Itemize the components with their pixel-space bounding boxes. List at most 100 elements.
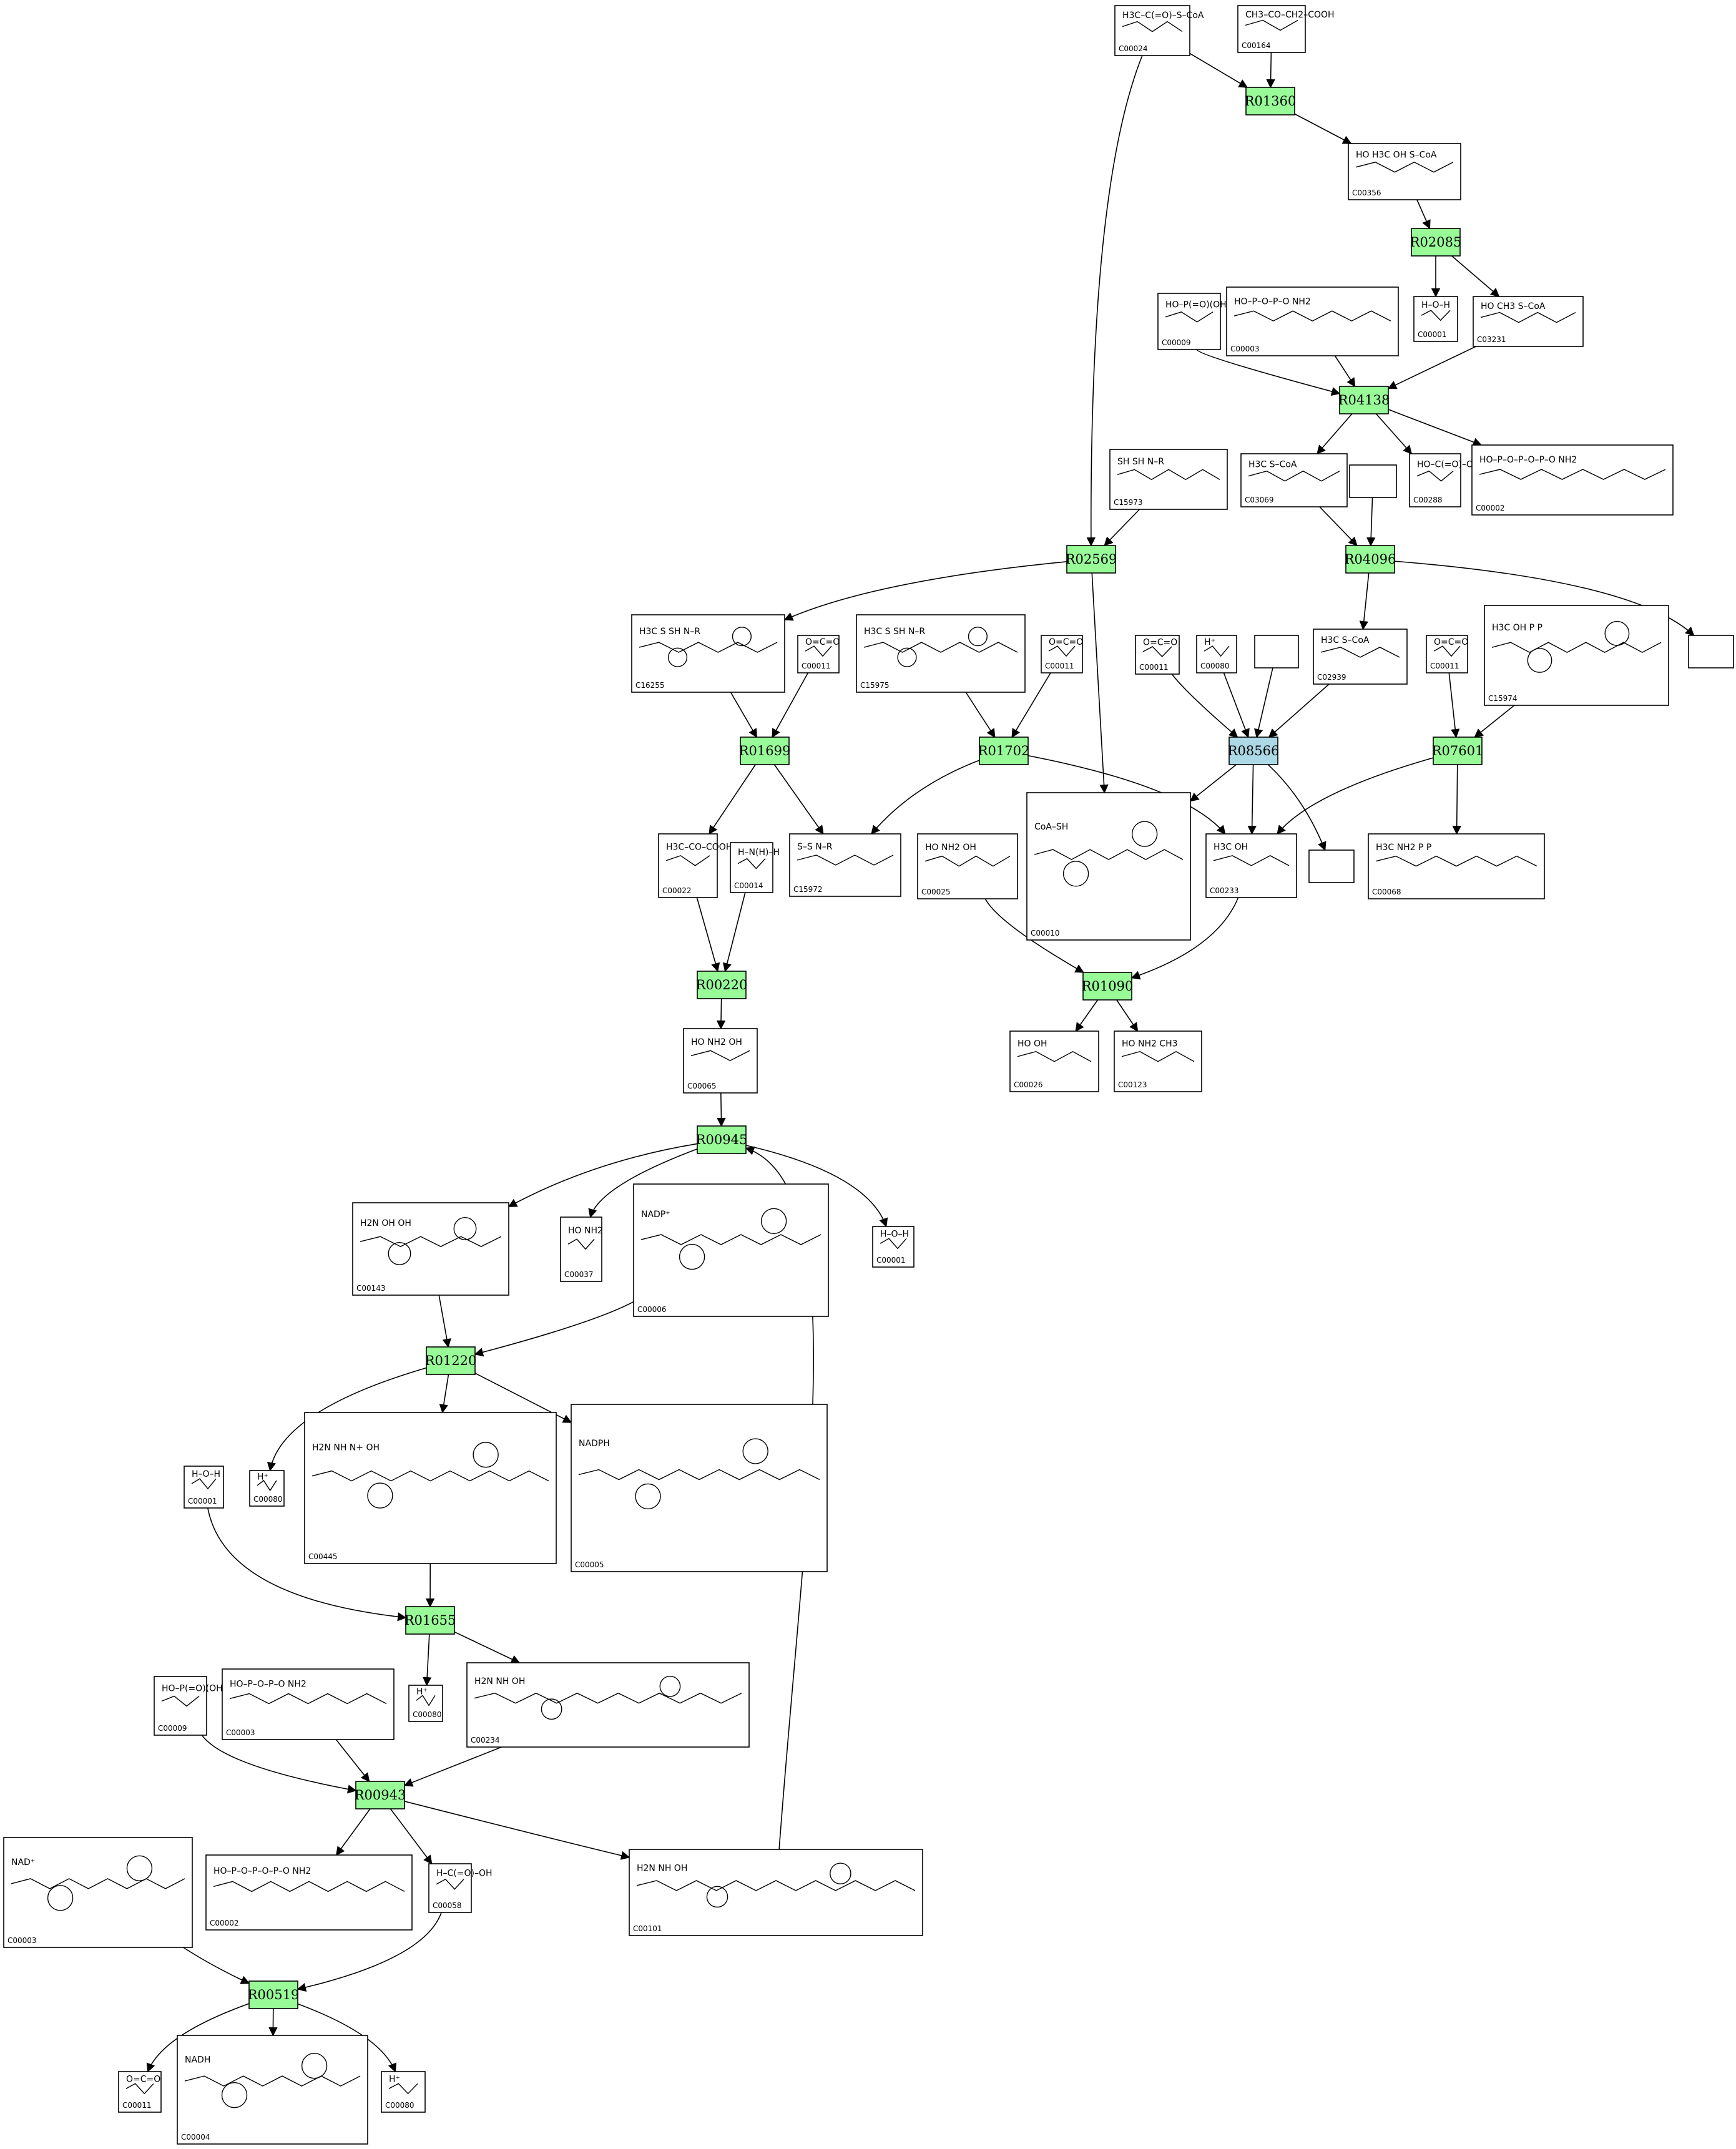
compound-box[interactable] — [658, 833, 718, 898]
reaction-r00945[interactable]: R00945 — [696, 1125, 748, 1154]
compound-c00080-c[interactable]: H⁺C00080 — [408, 1685, 443, 1722]
compound-box[interactable] — [184, 1466, 224, 1509]
reaction-r02085[interactable]: R02085 — [1410, 228, 1462, 257]
reaction-box[interactable] — [1245, 87, 1295, 115]
compound-c00080-a[interactable]: H⁺C00080 — [1196, 635, 1237, 673]
compound-box[interactable] — [249, 1470, 285, 1507]
reaction-box[interactable] — [1345, 545, 1395, 574]
reaction-r08566[interactable]: R08566 — [1228, 737, 1280, 765]
reaction-box[interactable] — [979, 737, 1029, 765]
compound-box[interactable] — [1135, 635, 1180, 675]
compound-box[interactable] — [872, 1226, 915, 1268]
reaction-box[interactable] — [697, 971, 747, 999]
reaction-r04138[interactable]: R04138 — [1338, 386, 1390, 414]
compound-c00288[interactable]: HO–C(=O)–O⁻C00288 — [1409, 453, 1478, 507]
compound-c00080-d[interactable]: H⁺C00080 — [381, 2071, 426, 2113]
reaction-r07601[interactable]: R07601 — [1432, 737, 1484, 765]
compound-box[interactable] — [1471, 444, 1674, 516]
reaction-box[interactable] — [1066, 545, 1116, 574]
compound-blank-3[interactable] — [1254, 635, 1299, 668]
compound-box[interactable] — [381, 2071, 426, 2113]
compound-box[interactable] — [797, 635, 840, 673]
compound-box[interactable] — [683, 1028, 758, 1094]
reaction-box[interactable] — [740, 737, 790, 765]
compound-box[interactable] — [428, 1863, 472, 1913]
compound-box[interactable] — [1313, 629, 1408, 685]
reaction-r01360[interactable]: R01360 — [1245, 87, 1297, 115]
compound-box[interactable] — [154, 1676, 207, 1736]
compound-box[interactable] — [352, 1202, 509, 1296]
compound-box[interactable] — [1196, 635, 1237, 673]
reaction-box[interactable] — [426, 1346, 476, 1375]
compound-box[interactable] — [917, 833, 1018, 899]
compound-box[interactable] — [1473, 296, 1584, 347]
compound-box[interactable] — [466, 1662, 750, 1748]
reaction-r01655[interactable]: R01655 — [405, 1606, 456, 1635]
compound-box[interactable] — [1413, 296, 1458, 342]
reaction-r04096[interactable]: R04096 — [1345, 545, 1396, 574]
compound-box[interactable] — [1109, 449, 1228, 510]
reaction-box[interactable] — [1082, 972, 1132, 1001]
compound-box[interactable] — [1041, 635, 1083, 673]
compound-box[interactable] — [571, 1404, 828, 1572]
reaction-box[interactable] — [1228, 737, 1278, 765]
reaction-r02569[interactable]: R02569 — [1066, 545, 1117, 574]
reaction-r00943[interactable]: R00943 — [355, 1781, 406, 1809]
compound-box[interactable] — [633, 1183, 829, 1317]
compound-box[interactable] — [1254, 635, 1299, 668]
compound-box[interactable] — [1157, 293, 1221, 350]
reaction-box[interactable] — [355, 1781, 405, 1809]
reaction-box[interactable] — [248, 1980, 298, 2009]
compound-box[interactable] — [3, 1837, 193, 1948]
reaction-r01090[interactable]: R01090 — [1082, 972, 1134, 1001]
compound-box[interactable] — [205, 1854, 413, 1931]
compound-c00003-low[interactable]: NAD⁺C00003 — [3, 1837, 193, 1948]
compound-c00080-b[interactable]: H⁺C00080 — [249, 1470, 285, 1507]
reaction-r00220[interactable]: R00220 — [696, 971, 748, 999]
compound-box[interactable] — [1688, 635, 1734, 668]
compound-box[interactable] — [1114, 5, 1190, 56]
reaction-box[interactable] — [1339, 386, 1389, 414]
compound-box[interactable] — [1205, 833, 1297, 898]
compound-blank-1[interactable] — [1349, 464, 1397, 498]
compound-blank-2[interactable] — [1688, 635, 1734, 668]
compound-box[interactable] — [1240, 453, 1348, 507]
compound-box[interactable] — [118, 2071, 162, 2113]
compound-box[interactable] — [1348, 143, 1461, 200]
compound-box[interactable] — [631, 614, 785, 693]
compound-blank-4[interactable] — [1308, 849, 1355, 883]
compound-box[interactable] — [304, 1412, 557, 1564]
